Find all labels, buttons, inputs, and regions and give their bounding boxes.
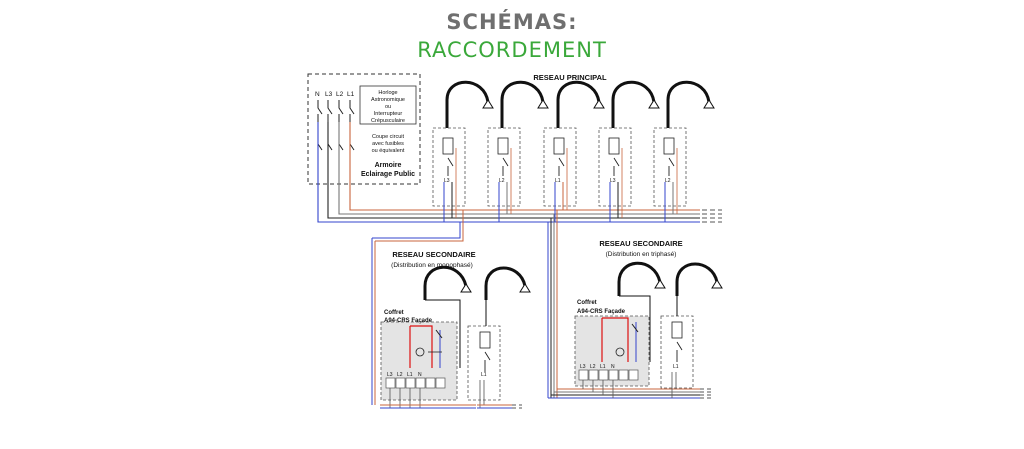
tri-term-n: N <box>611 364 615 370</box>
main-pole-label: L2 <box>665 178 671 184</box>
main-pole: L2 <box>487 80 549 222</box>
page-title: SCHÉMAS: <box>446 10 578 34</box>
armoire-phase-l3: L3 <box>325 91 333 98</box>
coupe-line-2: avec fusibles <box>372 141 404 147</box>
tri-term-l3: L3 <box>580 364 586 370</box>
main-pole-label: L2 <box>499 178 505 184</box>
horloge-line-5: Crépusculaire <box>371 118 405 124</box>
horloge-line-1: Horloge <box>378 90 397 96</box>
main-pole: L3 <box>432 80 494 222</box>
armoire-phase-l1: L1 <box>347 91 355 98</box>
main-pole: L3 <box>598 80 660 222</box>
tri-term-l2: L2 <box>590 364 596 370</box>
armoire-name-2: Eclairage Public <box>361 171 415 178</box>
main-poles: L3 L2 L1 L3 L2 <box>432 80 715 222</box>
reseau-principal-label: RESEAU PRINCIPAL <box>533 73 607 82</box>
armoire-switches <box>317 100 355 158</box>
main-pole-label: L1 <box>555 178 561 184</box>
reseau-mono: RESEAU SECONDAIRE (Distribution en monop… <box>371 210 531 409</box>
main-pole-label: L3 <box>610 178 616 184</box>
armoire-phase-l2: L2 <box>336 91 344 98</box>
tri-pole-label: L1 <box>673 364 679 370</box>
armoire-box: N L3 L2 L1 Horloge Astronomique ou Inter… <box>307 73 421 185</box>
mono-term-l3: L3 <box>387 372 393 378</box>
mono-term-l2: L2 <box>397 372 403 378</box>
main-pole: L1 <box>543 80 605 222</box>
reseau-tri: RESEAU SECONDAIRE (Distribution en triph… <box>547 210 723 399</box>
reseau-tri-label: RESEAU SECONDAIRE <box>599 239 682 248</box>
horloge-line-2: Astronomique <box>371 97 405 103</box>
main-pole: L2 <box>653 80 715 222</box>
coffret-mono-line2: A94-CRS Façade <box>384 318 433 324</box>
reseau-tri-sublabel: (Distribution en triphasé) <box>606 251 677 258</box>
coffret-tri-line2: A94-CRS Façade <box>577 309 626 315</box>
armoire-phase-n: N <box>315 91 320 98</box>
page-subtitle: RACCORDEMENT <box>417 38 607 62</box>
reseau-mono-sublabel: (Distribution en monophasé) <box>391 262 473 269</box>
coupe-line-3: ou équivalent <box>372 148 405 154</box>
coffret-tri-line1: Coffret <box>577 300 597 306</box>
mono-term-l1: L1 <box>407 372 413 378</box>
horloge-line-3: ou <box>385 104 391 110</box>
horloge-line-4: Interrupteur <box>374 111 403 117</box>
main-bus <box>317 122 722 223</box>
tri-term-l1: L1 <box>600 364 606 370</box>
armoire-name-1: Armoire <box>375 162 402 169</box>
mono-pole-label: L1 <box>481 372 487 378</box>
reseau-mono-label: RESEAU SECONDAIRE <box>392 250 475 259</box>
main-pole-label: L3 <box>444 178 450 184</box>
coupe-line-1: Coupe circuit <box>372 134 405 140</box>
coffret-mono-line1: Coffret <box>384 310 404 316</box>
mono-term-n: N <box>418 372 422 378</box>
